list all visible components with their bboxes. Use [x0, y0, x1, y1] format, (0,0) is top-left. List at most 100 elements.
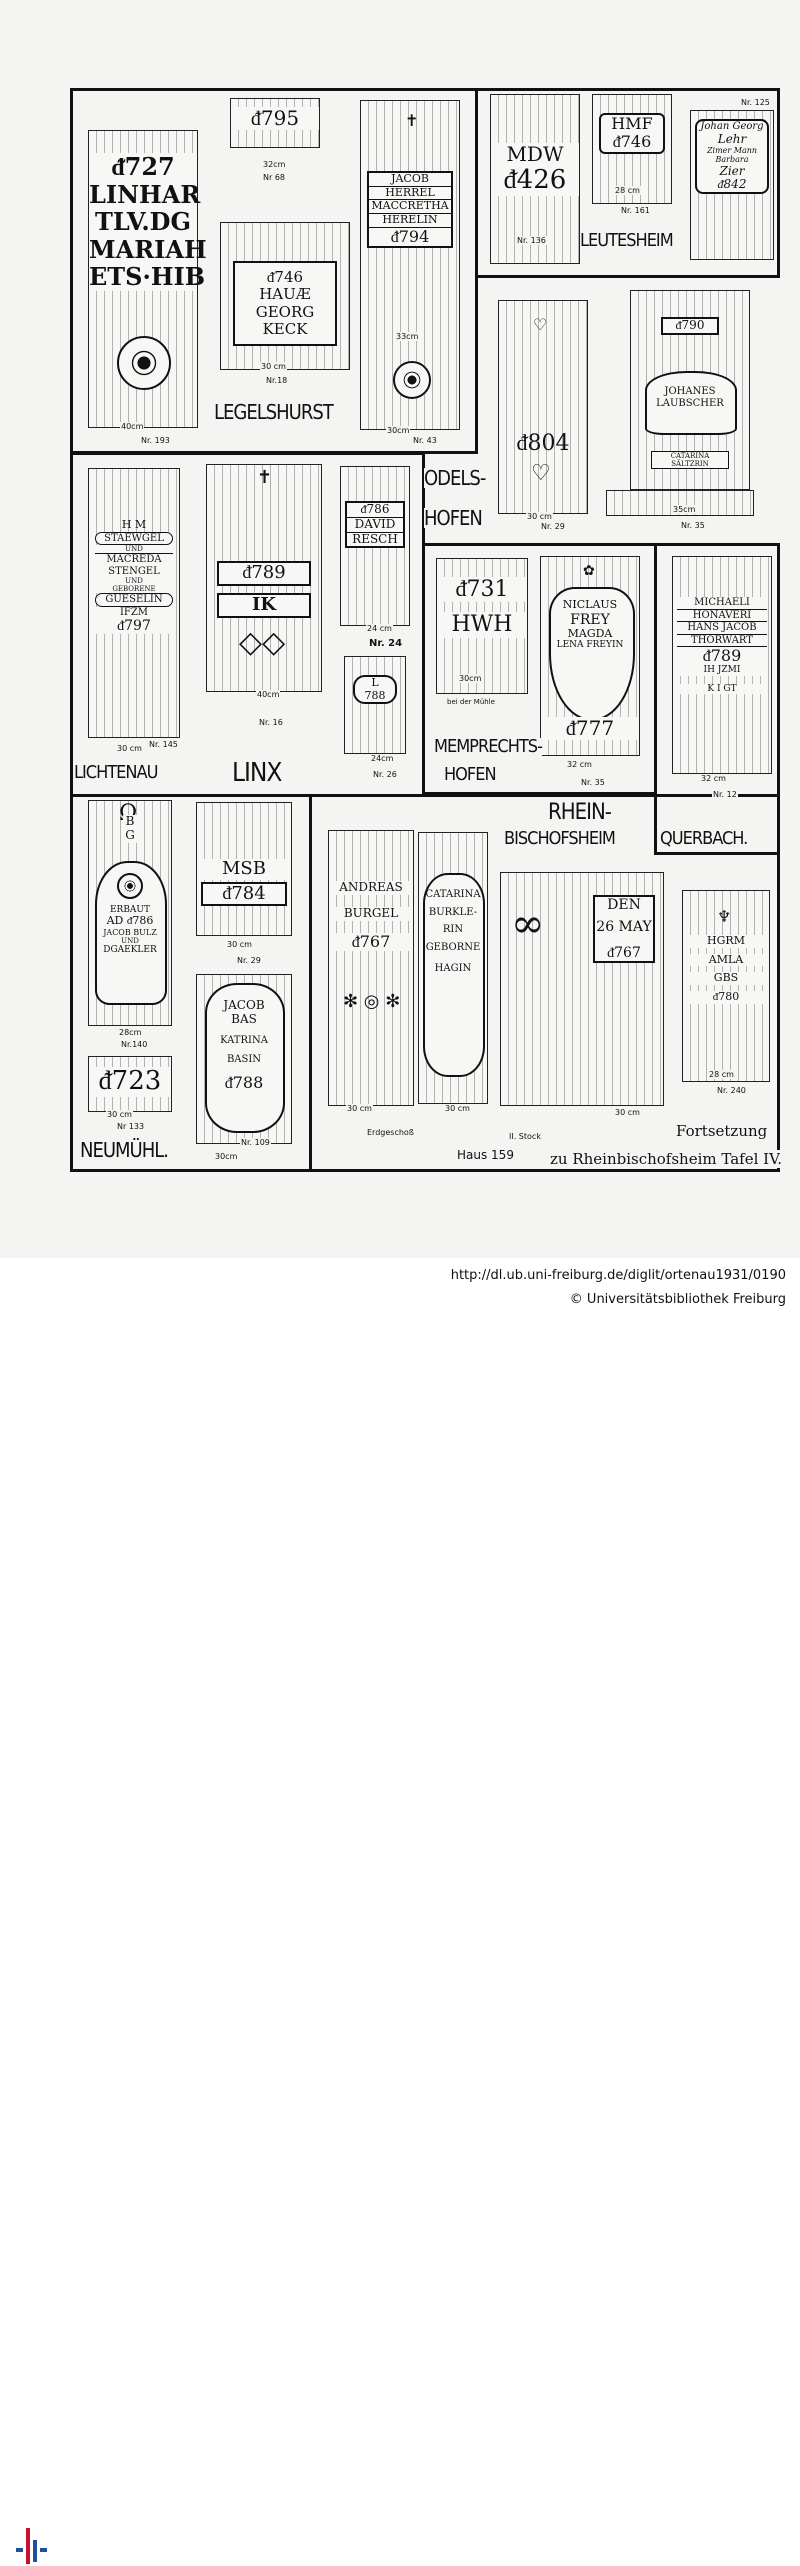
inscription-line: Zimer Mann — [706, 146, 758, 156]
number-label: Nr.18 — [265, 376, 289, 385]
caption-fortsetzung: Fortsetzung — [676, 1122, 768, 1140]
inscription-line: ᵭ780 — [683, 990, 769, 1004]
gravestone-rheinbischofsheim-1: ANDREAS BURGEL ᵭ767 ✻ ◎ ✻ — [328, 830, 414, 1106]
gravestone-neumuehl-3: MSB ᵭ784 — [196, 802, 292, 936]
number-label: Nr. 35 — [580, 778, 606, 787]
inscription-line: HANS JACOB — [677, 622, 767, 635]
measure-label: 32cm — [262, 160, 287, 169]
inscription-line: TLV.DG — [95, 207, 191, 237]
inscription-line: HWH — [437, 612, 527, 638]
number-label: Nr. 26 — [372, 770, 398, 779]
measure-label: 30 cm — [226, 940, 253, 949]
measure-label: 40cm — [120, 422, 145, 431]
place-lichtenau: LICHTENAU — [74, 762, 158, 783]
inscription-line: HERREL — [369, 185, 451, 200]
gravestone-legelshurst-right: ✝ JACOB HERREL MACCRETHA HERELIN ᵭ794 — [360, 100, 460, 430]
place-odelshofen-1: ODELS- — [424, 466, 486, 490]
ub-freiburg-logo-icon — [14, 2526, 50, 2566]
inscription-line: ᵭ746 — [612, 132, 652, 152]
inscription-line: HERELIN — [369, 212, 451, 227]
cartouche — [423, 873, 485, 1077]
gravestone-legelshurst-top: ᵭ795 — [230, 98, 320, 148]
inscription-line: JACOB — [223, 998, 265, 1012]
inscription-line: THORWART — [677, 634, 767, 647]
measure-label: 28 cm — [614, 186, 641, 195]
inscription-line: FREY — [570, 611, 610, 628]
inscription-line: MACREDA — [95, 553, 173, 566]
place-legelshurst: LEGELSHURST — [214, 400, 334, 424]
heart-icon: ♡ — [533, 315, 548, 334]
gravestone-leutesheim-3: Johan Georg Lehr Zimer Mann Barbara Zier… — [690, 110, 774, 260]
inscription-line: MSB — [197, 858, 291, 880]
inscription-line: GBS — [683, 972, 769, 985]
inscription-line: RIN — [442, 924, 464, 935]
inscription-line: GEORG — [255, 302, 315, 321]
number-label: Nr. 35 — [680, 521, 706, 530]
gravestone-rheinbischofsheim-2: CATARINA BURKLE- RIN GEBORNE HAGIN — [418, 832, 488, 1104]
gravestone-odelshofen-2: ᵭ790 JOHANES LAUBSCHER CATARINA SÄLTZRIN — [630, 290, 750, 490]
inscription-line: HONAVERI — [677, 609, 767, 622]
inscription-line: HAUÆ — [259, 285, 311, 304]
rosette-icon — [117, 873, 143, 899]
inscription-line: STENGEL — [95, 565, 173, 578]
measure-label: 30cm — [386, 426, 411, 435]
inscription-line: ᵭ788 — [224, 1072, 264, 1092]
measure-label: 33cm — [395, 332, 420, 341]
inscription-line: MACCRETHA — [369, 199, 451, 213]
inscription-line: MDW — [506, 142, 564, 166]
inscription-line: ᵭ804 — [516, 431, 570, 456]
inscription-line: BAS — [231, 1011, 257, 1026]
gravestone-lichtenau-2: H M STAEWGEL UND MACREDA STENGEL UND GEB… — [88, 468, 180, 738]
rosette-icon — [393, 361, 431, 399]
inscription-line: 26 MAY — [596, 919, 652, 936]
gravestone-rheinbischofsheim-3: ∞ DEN 26 MAY ᵭ767 — [500, 872, 664, 1106]
heart-icon: ♡ — [531, 461, 551, 486]
inscription-line: IK — [217, 593, 311, 618]
copyright-notice: © Universitätsbibliothek Freiburg — [569, 1292, 786, 1307]
inscription-line: BASIN — [226, 1054, 262, 1066]
inscription-line: K I GT — [677, 683, 767, 695]
inscription-line: AD ᵭ786 — [106, 914, 154, 928]
frame-rheinbischofsheim — [309, 794, 780, 1172]
place-rheinbischofsheim-1: RHEIN- — [548, 800, 612, 825]
lattice-icon: ◇◇ — [239, 625, 286, 660]
number-label: Nr. 12 — [712, 790, 738, 799]
inscription-line: DEN — [607, 897, 641, 913]
inscription-line: CATARINA — [425, 889, 481, 900]
gravestone-linx-2: ᵭ786 DAVID RESCH — [340, 466, 410, 626]
inscription-line: HAGIN — [434, 963, 472, 974]
measure-label: 30 cm — [260, 362, 287, 371]
inscription-line: GEBORNE — [425, 941, 481, 953]
inscription-line: HMF — [611, 114, 653, 133]
gravestone-odelshofen-1: ᵭ804 ♡ ♡ — [498, 300, 588, 514]
inscription-line: ANDREAS — [333, 880, 409, 895]
inscription-line: ᵭ786 — [360, 502, 390, 516]
inscription-line: Lehr — [717, 131, 747, 146]
gravestone-neumuehl-1: Ω B G ERBAUT AD ᵭ786 JACOB BULZ UND DGAE… — [88, 800, 172, 1026]
inscription-line: ᵭ790 — [661, 317, 719, 335]
inscription-line: B — [123, 814, 137, 829]
gravestone-lichtenau-big: ᵭ727 LINHAR TLV.DG MARIAH ETS·HIB — [88, 130, 207, 428]
caption-label: Haus 159 — [456, 1148, 515, 1162]
document-url-link[interactable]: http://dl.ub.uni-freiburg.de/diglit/orte… — [450, 1268, 786, 1283]
measure-label: 30cm — [458, 674, 483, 683]
inscription-line: 788 — [364, 688, 386, 702]
measure-label: 32 cm — [700, 774, 727, 783]
inscription-line: ᵭ727 — [111, 152, 175, 181]
flower-icon: ✿ — [583, 563, 595, 579]
inscription-line: KECK — [262, 319, 308, 338]
number-label: Nr. 125 — [740, 98, 771, 107]
place-memprechtshofen-1: MEMPRECHTS- — [434, 736, 543, 757]
inscription-line: ᵭ794 — [369, 226, 451, 246]
frame-leutesheim — [475, 88, 780, 278]
place-linx: LINX — [232, 758, 282, 788]
inscription-line: MAGDA — [567, 626, 613, 640]
inscription-line: JACOB — [391, 172, 429, 185]
number-label: Nr. 24 — [368, 638, 404, 649]
inscription-line: IFZM — [95, 606, 173, 619]
frame-querbach — [654, 543, 780, 855]
inscription-line: GEBORENE — [95, 585, 173, 594]
inscription-line: Johan Georg — [700, 121, 764, 132]
number-label: Nr. 43 — [412, 436, 438, 445]
place-odelshofen-2: HOFEN — [424, 506, 483, 530]
